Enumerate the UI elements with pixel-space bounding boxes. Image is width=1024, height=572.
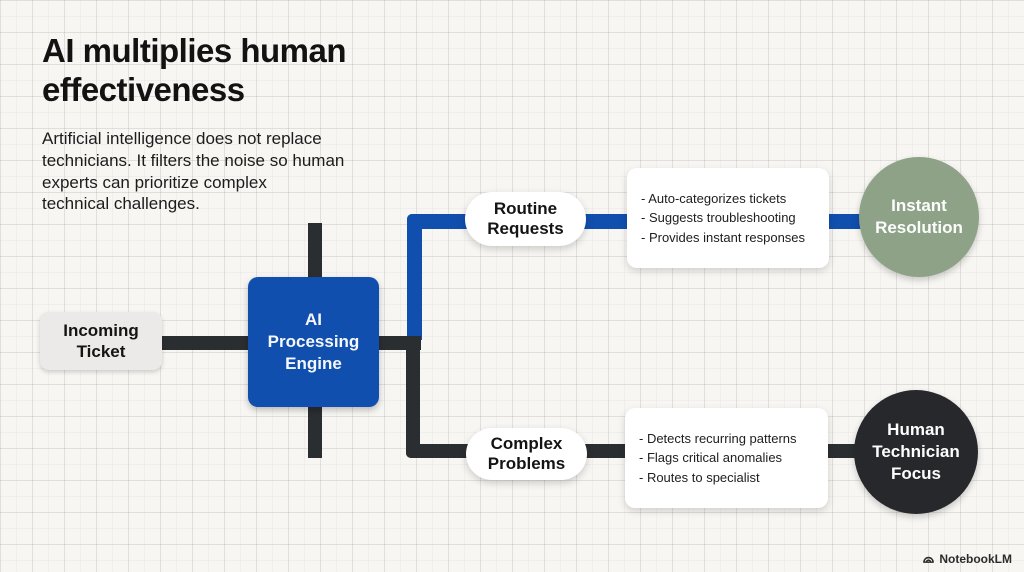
routine-details-card: - Auto-categorizes tickets - Suggests tr… [627,168,829,268]
instant-resolution-node: Instant Resolution [859,157,979,277]
complex-detail-item: - Detects recurring patterns [639,430,797,446]
instant-resolution-label: Instant Resolution [875,195,963,237]
page-title: AI multiplies human effectiveness [42,32,347,108]
routine-detail-item: - Provides instant responses [641,229,806,245]
human-technician-focus-node: Human Technician Focus [854,390,978,514]
complex-detail-item: - Flags critical anomalies [639,450,783,466]
incoming-ticket-node: Incoming Ticket [40,312,162,370]
ai-processing-engine-node: AI Processing Engine [248,277,379,407]
page-subtitle: Artificial intelligence does not replace… [42,129,345,214]
ai-processing-engine-label: AI Processing Engine [267,309,360,374]
routine-requests-node: Routine Requests [465,192,586,246]
routine-detail-item: - Auto-categorizes tickets [641,190,787,206]
complex-details-card: - Detects recurring patterns - Flags cri… [625,408,828,508]
connector-incoming-to-engine [158,336,252,350]
connector-blue-vertical [407,214,422,340]
routine-requests-label: Routine Requests [487,198,564,238]
notebooklm-logo-icon [922,553,935,566]
watermark-label: NotebookLM [939,552,1012,566]
connector-dark-vertical [406,343,420,458]
complex-detail-item: - Routes to specialist [639,469,760,485]
complex-details-lines: - Detects recurring patterns - Flags cri… [639,429,797,488]
connector-cross-bottom [308,402,322,458]
complex-problems-label: Complex Problems [487,433,566,473]
routine-detail-item: - Suggests troubleshooting [641,210,796,226]
human-focus-label: Human Technician Focus [872,419,960,484]
routine-details-lines: - Auto-categorizes tickets - Suggests tr… [641,189,805,248]
connector-cross-top [308,223,322,283]
complex-problems-node: Complex Problems [466,428,587,480]
incoming-ticket-label: Incoming Ticket [63,320,139,361]
watermark: NotebookLM [922,552,1012,566]
